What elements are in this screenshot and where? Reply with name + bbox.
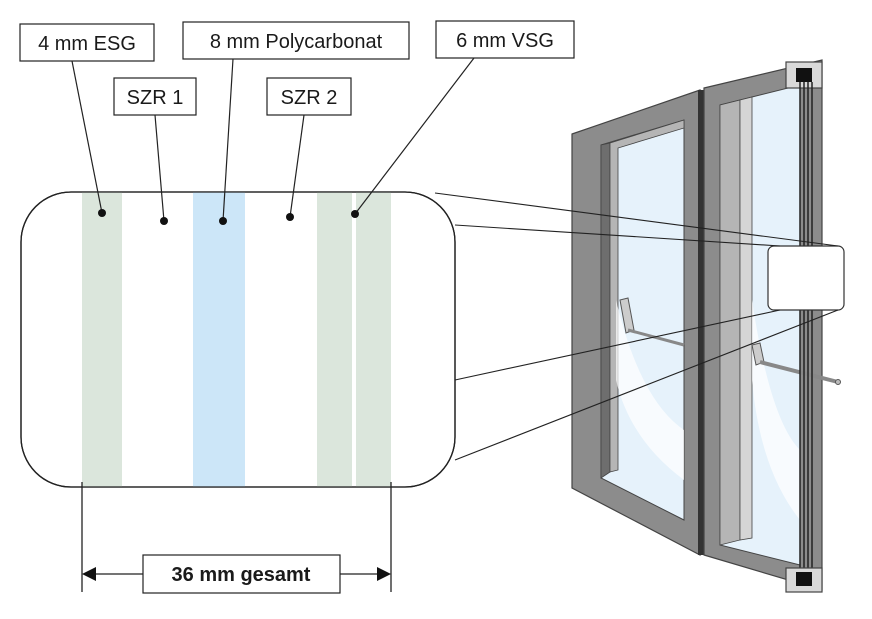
- label-szr2-group: SZR 2: [266, 77, 352, 221]
- dimension-arrow-right: [377, 567, 391, 581]
- window-illustration: [571, 59, 845, 593]
- label-szr1: SZR 1: [127, 87, 184, 109]
- section-detail: [20, 191, 456, 488]
- dimension-arrow-left: [82, 567, 96, 581]
- label-vsg-group: 6 mm VSG: [351, 20, 575, 218]
- layer-vsg-b: [356, 192, 391, 487]
- label-szr1-group: SZR 1: [113, 77, 197, 225]
- magnifier-box: [767, 245, 845, 311]
- dimension-line: [81, 482, 392, 592]
- layer-polycarbonat: [193, 192, 245, 487]
- layer-vsg-a: [317, 192, 352, 487]
- label-polycarbonat: 8 mm Polycarbonat: [210, 31, 383, 53]
- middle-post: [698, 90, 704, 555]
- label-polycarbonat-group: 8 mm Polycarbonat: [182, 21, 410, 225]
- projection-lines: [434, 192, 839, 461]
- label-vsg: 6 mm VSG: [456, 30, 554, 52]
- label-esg: 4 mm ESG: [38, 33, 136, 55]
- label-esg-group: 4 mm ESG: [19, 23, 155, 217]
- dimension-total: 36 mm gesamt: [172, 564, 311, 586]
- label-szr2: SZR 2: [281, 87, 338, 109]
- left-handle: [619, 297, 635, 334]
- layer-esg: [82, 192, 122, 487]
